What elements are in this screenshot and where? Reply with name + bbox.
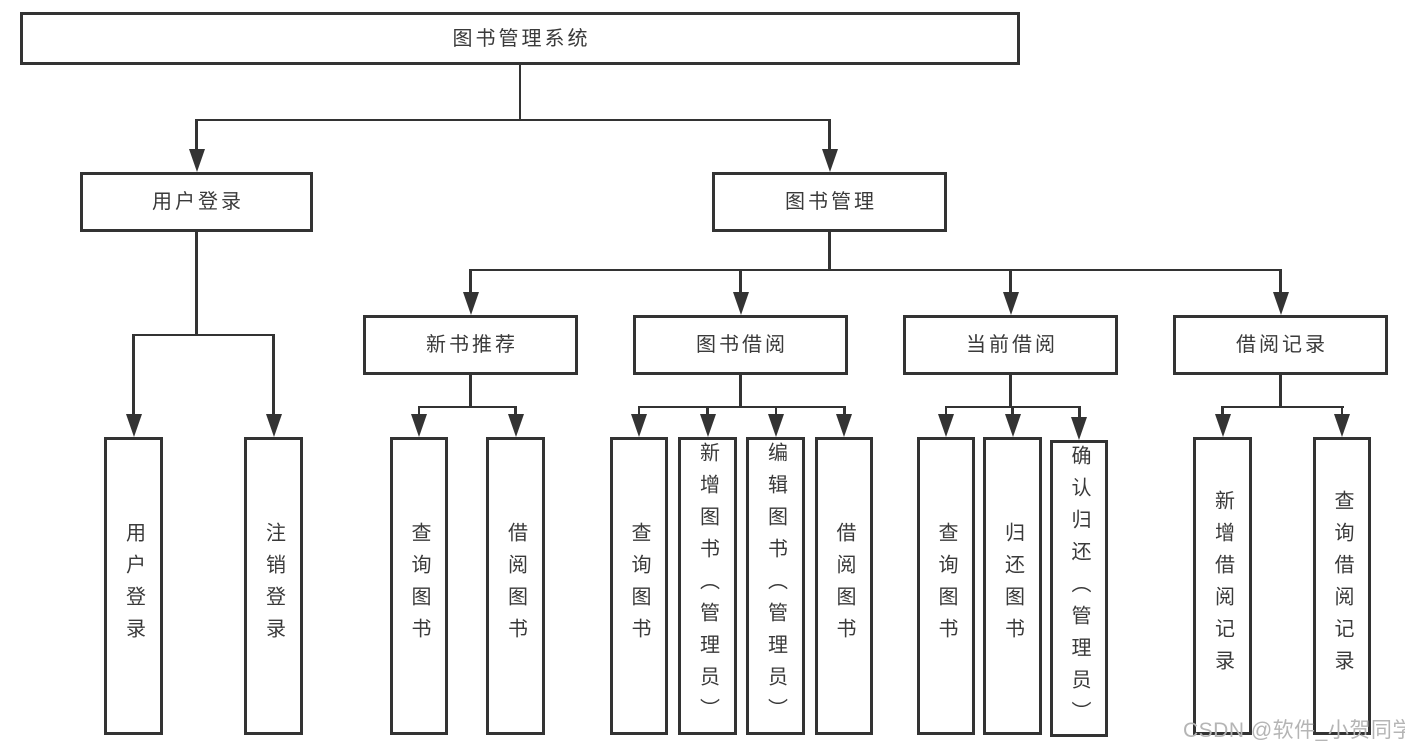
arrow-down-icon (938, 414, 954, 437)
arrow-down-icon (1071, 417, 1087, 440)
arrow-down-icon (1002, 292, 1019, 315)
leaf-add-books-admin: 新增图书（管理员） (678, 437, 737, 735)
node-book-management: 图书管理 (712, 172, 947, 232)
connector-line (843, 406, 846, 416)
leaf-confirm-return-admin: 确认归还（管理员） (1050, 440, 1108, 737)
connector-line (1279, 375, 1282, 407)
leaf-label: 用户登录 (122, 522, 145, 650)
arrow-down-icon (265, 414, 282, 437)
arrow-down-icon (462, 292, 479, 315)
leaf-label: 确认归还（管理员） (1068, 444, 1090, 733)
leaf-borrow-books-2: 借阅图书 (815, 437, 873, 735)
connector-line (470, 268, 1281, 271)
node-label: 新书推荐 (426, 334, 518, 356)
leaf-label: 借阅图书 (504, 522, 527, 650)
connector-line (774, 406, 777, 416)
leaf-logout: 注销登录 (244, 437, 303, 735)
connector-line (132, 334, 135, 415)
leaf-query-books-3: 查询图书 (917, 437, 975, 735)
node-label: 用户登录 (152, 191, 244, 213)
arrow-down-icon (699, 414, 716, 437)
connector-line (1078, 406, 1081, 419)
connector-line (132, 333, 275, 336)
connector-line (469, 375, 472, 407)
leaf-borrow-books-1: 借阅图书 (486, 437, 545, 735)
node-current-borrowing: 当前借阅 (903, 315, 1118, 375)
connector-line (196, 118, 830, 121)
connector-line (739, 269, 742, 293)
leaf-label: 编辑图书（管理员） (764, 442, 787, 730)
leaf-edit-books-admin: 编辑图书（管理员） (746, 437, 805, 735)
node-label: 图书借阅 (696, 334, 788, 356)
arrow-down-icon (732, 292, 749, 315)
arrow-down-icon (767, 414, 784, 437)
connector-line (706, 406, 709, 416)
arrow-down-icon (411, 414, 427, 437)
connector-line (195, 119, 198, 151)
node-label: 当前借阅 (966, 334, 1058, 356)
connector-line (828, 232, 831, 270)
connector-line (637, 406, 640, 416)
connector-line (1009, 375, 1012, 407)
connector-line (638, 405, 845, 408)
leaf-label: 新增借阅记录 (1211, 490, 1234, 682)
arrow-down-icon (836, 414, 852, 437)
leaf-label: 新增图书（管理员） (696, 442, 719, 730)
connector-line (469, 269, 472, 293)
connector-line (1009, 269, 1012, 293)
leaf-add-borrow-record: 新增借阅记录 (1193, 437, 1252, 735)
leaf-label: 查询图书 (628, 522, 650, 650)
connector-line (944, 406, 947, 416)
connector-line (195, 232, 198, 335)
leaf-label: 查询图书 (935, 522, 957, 650)
leaf-return-books: 归还图书 (983, 437, 1042, 735)
connector-line (739, 375, 742, 407)
leaf-query-borrow-record: 查询借阅记录 (1313, 437, 1371, 735)
leaf-label: 注销登录 (262, 522, 285, 650)
connector-line (1011, 406, 1014, 416)
node-book-borrowing: 图书借阅 (633, 315, 848, 375)
arrow-down-icon (631, 414, 647, 437)
leaf-user-login: 用户登录 (104, 437, 163, 735)
leaf-label: 查询借阅记录 (1331, 490, 1353, 682)
leaf-label: 查询图书 (408, 522, 430, 650)
connector-line (1279, 269, 1282, 293)
connector-line (1221, 405, 1344, 408)
connector-line (418, 405, 517, 408)
node-borrowing-records: 借阅记录 (1173, 315, 1388, 375)
connector-line (1340, 406, 1343, 416)
leaf-query-books-1: 查询图书 (390, 437, 448, 735)
node-label: 图书管理 (785, 191, 877, 213)
connector-line (417, 406, 420, 416)
arrow-down-icon (1334, 414, 1350, 437)
node-label: 图书管理系统 (452, 27, 591, 50)
arrow-down-icon (188, 149, 205, 172)
leaf-query-books-2: 查询图书 (610, 437, 668, 735)
leaf-label: 借阅图书 (833, 522, 855, 650)
node-label: 借阅记录 (1236, 334, 1328, 356)
arrow-down-icon (507, 414, 524, 437)
connector-line (518, 65, 521, 119)
csdn-watermark: CSDN @软件_小贺同学 (1183, 719, 1405, 742)
node-new-book-recommend: 新书推荐 (363, 315, 578, 375)
arrow-down-icon (125, 414, 142, 437)
arrow-down-icon (1272, 292, 1289, 315)
leaf-label: 归还图书 (1001, 522, 1024, 650)
arrow-down-icon (1214, 414, 1231, 437)
arrow-down-icon (821, 149, 838, 172)
node-library-management-system: 图书管理系统 (20, 12, 1020, 65)
node-user-login: 用户登录 (80, 172, 313, 232)
arrow-down-icon (1004, 414, 1021, 437)
connector-line (514, 406, 517, 416)
connector-line (272, 334, 275, 415)
connector-line (1221, 406, 1224, 416)
connector-line (828, 119, 831, 151)
